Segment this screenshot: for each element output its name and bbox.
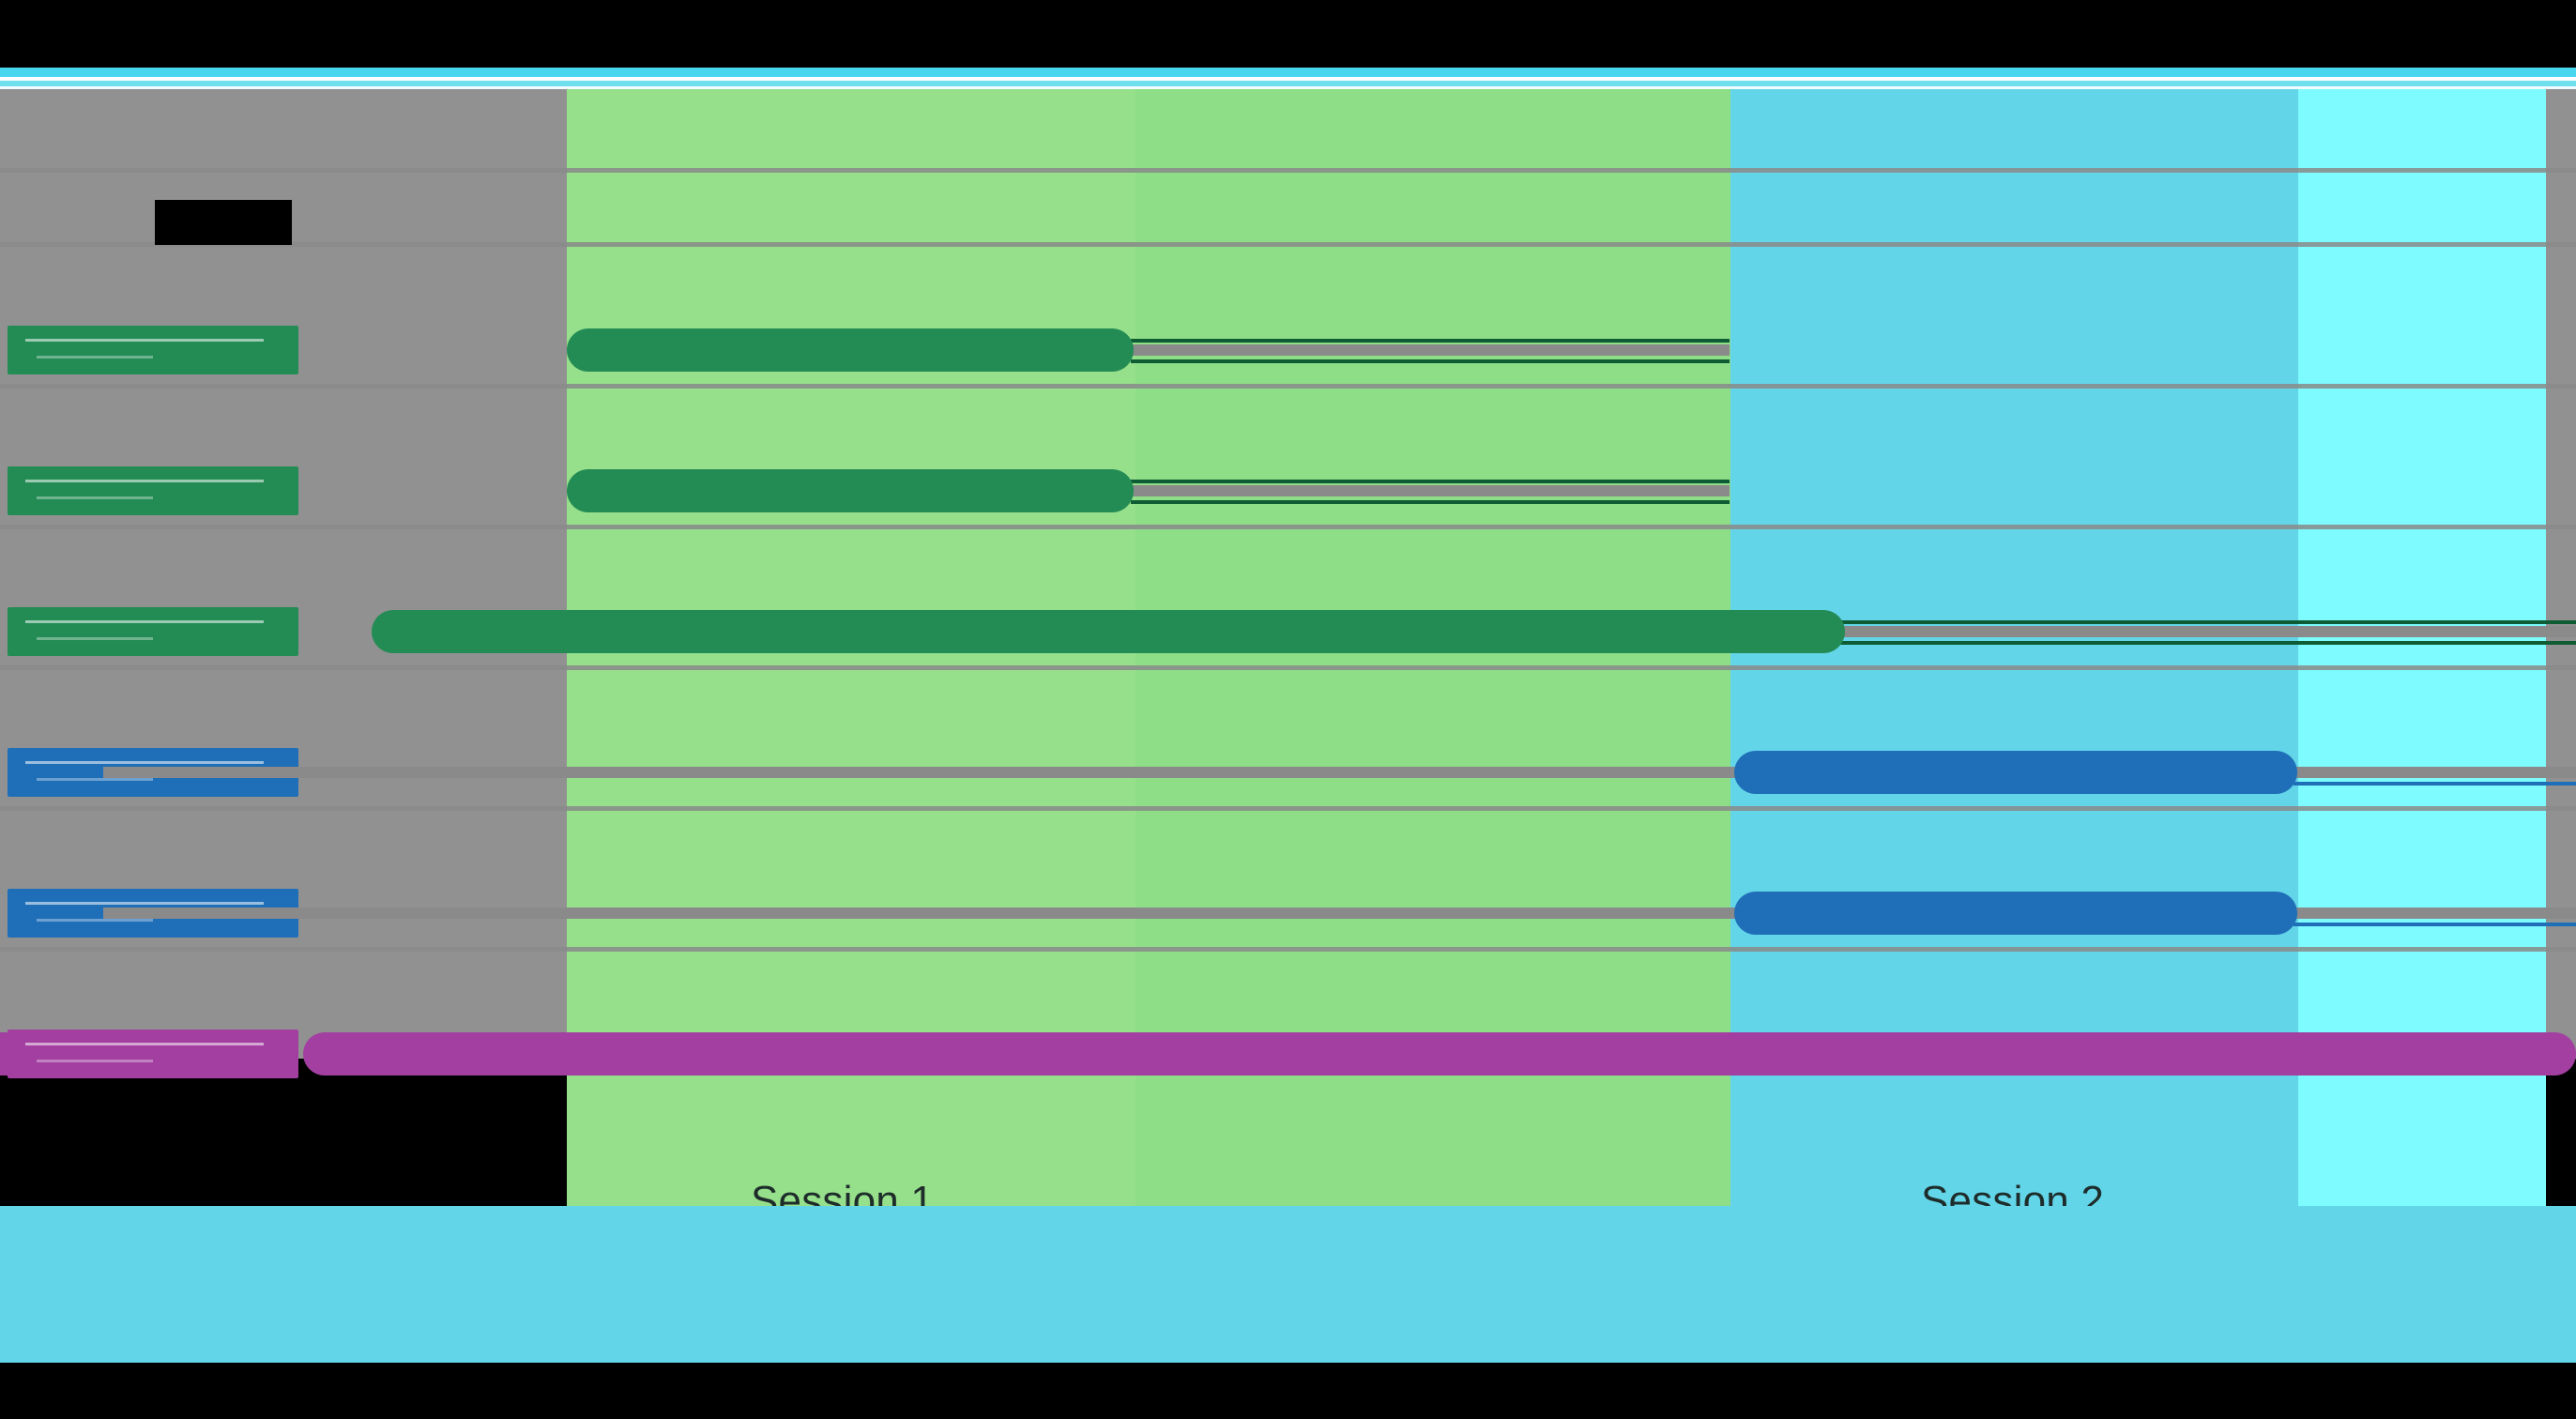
task-bar-fill[interactable] [567,469,1134,512]
task-bar-fill[interactable] [1734,751,2297,794]
task-bar-tail-edge [1131,500,1730,504]
gridline [0,665,2576,670]
task-bar-fill[interactable] [372,610,1845,653]
page-title [155,200,292,245]
row-label-6 [8,1030,298,1078]
row-label-2 [8,466,298,515]
task-bar-tail [103,767,1736,778]
chart-plot-area: Session 1 Session 2 [0,89,2576,1363]
task-bar-fill[interactable] [1734,892,2297,935]
session-band-3 [2298,89,2546,1208]
task-bar-tail-edge [1131,480,1730,483]
task-bar-tail [2294,908,2576,919]
top-accent-strip-white-2 [0,86,2576,89]
gridline [0,242,2576,247]
task-bar-tail [1131,344,1730,356]
legend-band [0,1206,2576,1363]
letterbox-top [0,0,2576,68]
top-accent-strip [0,68,2576,77]
gridline [0,168,2576,173]
task-bar-tail [1131,485,1730,496]
row-label-3 [8,607,298,656]
task-bar-tail-edge [1839,641,2576,645]
letterbox-bottom [0,1363,2576,1419]
task-bar-fill[interactable] [303,1032,2576,1076]
task-bar-tail [103,908,1736,919]
gridline [0,384,2576,389]
axes-right-margin [2546,89,2576,1059]
task-bar-tail-edge [2294,782,2576,786]
task-bar-tail [1839,626,2576,637]
gridline [0,947,2576,952]
top-accent-strip-white [0,77,2576,81]
task-bar-tail-edge [1131,359,1730,363]
task-bar-tail-edge [1839,620,2576,624]
task-bar-tail [2294,767,2576,778]
task-bar-tail-edge [1131,339,1730,343]
task-bar-fill[interactable] [567,328,1134,372]
gridline [0,525,2576,529]
row-label-1 [8,326,298,374]
top-accent-strip-2 [0,81,2576,86]
task-bar-overflow-left [0,1032,21,1076]
gridline [0,806,2576,811]
task-bar-tail-edge [2294,923,2576,926]
